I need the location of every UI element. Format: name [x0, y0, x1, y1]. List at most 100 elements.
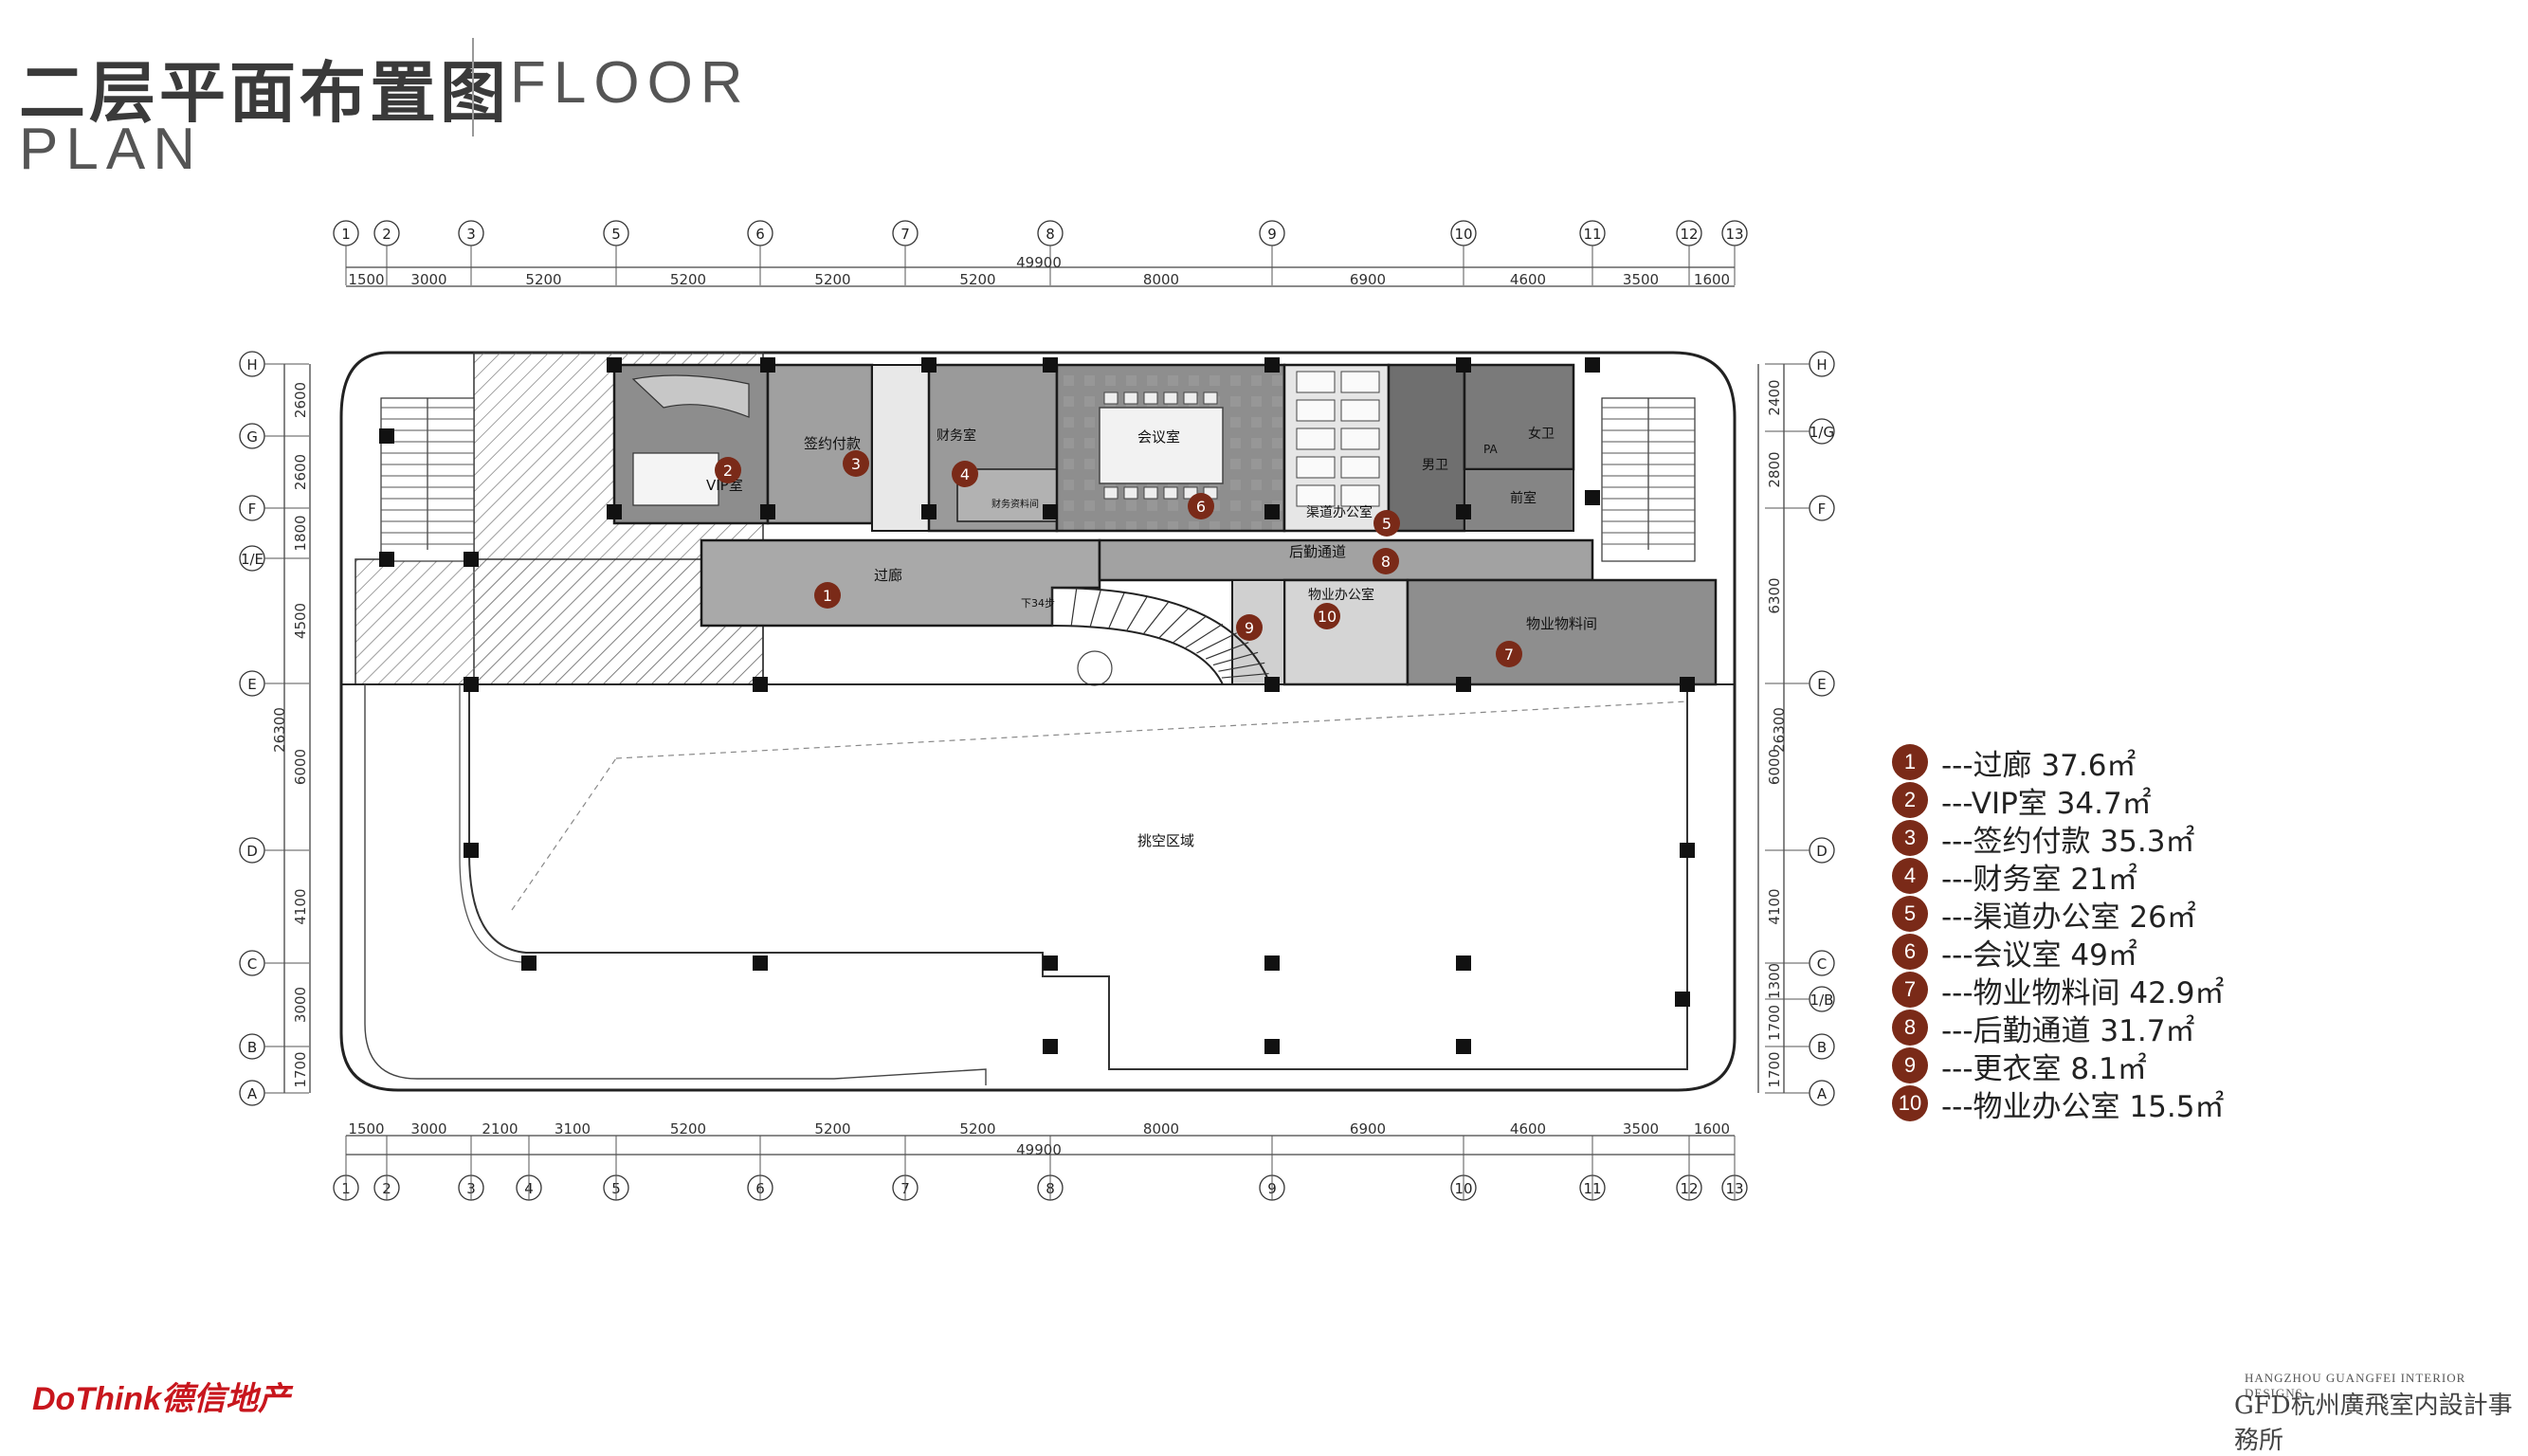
chair — [1203, 391, 1218, 405]
desk — [1340, 371, 1380, 393]
legend-number-badge: 8 — [1892, 1010, 1928, 1046]
title-divider — [472, 38, 474, 136]
dimension-value: 3000 — [292, 987, 309, 1023]
legend-item: 1---过廊 37.6㎡ — [1892, 743, 2224, 783]
axis-marker-9: 9 — [1259, 1136, 1285, 1201]
plan-marker-number: 4 — [960, 465, 970, 483]
hatched-void-area-lower — [355, 558, 764, 685]
legend-text: ---物业物料间 42.9㎡ — [1941, 975, 2225, 1010]
axis-label: E — [1817, 676, 1826, 693]
dimension-value: 3000 — [410, 1120, 446, 1138]
column — [1043, 956, 1058, 971]
dimension-value: 3000 — [410, 271, 446, 288]
desk — [1296, 456, 1336, 479]
overall-width-top: 49900 — [1016, 254, 1062, 271]
column — [379, 552, 394, 567]
top-dimension-lines — [346, 266, 1735, 287]
overall-width-bottom: 49900 — [1016, 1141, 1062, 1158]
axis-marker-A: A — [1765, 1080, 1835, 1106]
label-pa: PA — [1483, 443, 1498, 456]
dimension-value: 1700 — [1766, 1051, 1783, 1087]
axis-marker-11: 11 — [1579, 220, 1606, 285]
axis-marker-1-B: 1/B — [1765, 986, 1835, 1012]
desk — [1296, 428, 1336, 450]
desk — [1296, 484, 1336, 507]
room-property-storage — [1406, 578, 1718, 686]
axis-label: H — [246, 356, 257, 373]
room-vestibule — [1464, 468, 1574, 532]
axis-marker-B: B — [1765, 1033, 1835, 1060]
dimension-value: 8000 — [1143, 1120, 1179, 1138]
dimension-value: 6900 — [1350, 271, 1386, 288]
legend-item: 3---签约付款 35.3㎡ — [1892, 819, 2224, 859]
axis-label: 6 — [755, 226, 765, 243]
axis-marker-13: 13 — [1721, 1136, 1748, 1201]
dimension-value: 2100 — [482, 1120, 518, 1138]
plan-marker-number: 5 — [1382, 515, 1391, 533]
label-back-corridor: 后勤通道 — [1289, 543, 1346, 560]
axis-marker-C: C — [1765, 950, 1835, 976]
client-logo: DoThink德信地产 — [32, 1381, 290, 1417]
column — [1456, 677, 1471, 692]
dimension-value: 1700 — [292, 1051, 309, 1087]
legend-text: ---渠道办公室 26㎡ — [1941, 900, 2196, 935]
axis-label: D — [1816, 843, 1828, 860]
chair — [1163, 391, 1178, 405]
legend-text: ---后勤通道 31.7㎡ — [1941, 1013, 2195, 1048]
overall-depth-left: 26300 — [271, 707, 288, 753]
axis-label: 2 — [382, 226, 391, 243]
column — [921, 357, 937, 373]
building-outline — [339, 351, 1737, 1092]
dimension-value: 1500 — [348, 1120, 384, 1138]
axis-marker-3: 3 — [458, 220, 484, 285]
label-atrium: 挑空区域 — [1137, 832, 1194, 849]
vip-sofa — [631, 374, 750, 418]
column — [1264, 357, 1280, 373]
chair — [1123, 391, 1138, 405]
column — [1680, 677, 1695, 692]
axis-label: G — [246, 428, 258, 446]
bottom-dimension-lines — [346, 1135, 1735, 1156]
column — [1043, 1039, 1058, 1054]
axis-label: B — [1817, 1039, 1827, 1056]
axis-marker-1: 1 — [333, 220, 359, 285]
plan-marker-4: 4 — [952, 461, 978, 487]
desk — [1296, 399, 1336, 422]
axis-marker-E: E — [1765, 670, 1835, 697]
axis-marker-H: H — [1765, 351, 1835, 377]
column — [464, 552, 479, 567]
dimension-value: 6000 — [292, 749, 309, 785]
legend-number-badge: 1 — [1892, 744, 1928, 780]
axis-label: C — [1817, 956, 1827, 973]
meeting-chairs — [1103, 391, 1218, 500]
plan-marker-number: 1 — [823, 587, 832, 605]
axis-label: 1 — [341, 226, 351, 243]
legend-text: ---物业办公室 15.5㎡ — [1941, 1089, 2225, 1124]
right-dimension-lines — [1757, 364, 1785, 1093]
axis-marker-9: 9 — [1259, 220, 1285, 285]
room-signing — [766, 363, 874, 525]
dimension-value: 4100 — [292, 888, 309, 924]
axis-marker-10: 10 — [1450, 220, 1477, 285]
label-finance: 财务室 — [937, 428, 976, 444]
dimension-value: 6000 — [1766, 749, 1783, 785]
room-property-office — [1282, 578, 1409, 686]
dimension-value: 2600 — [292, 454, 309, 490]
axis-marker-12: 12 — [1676, 1136, 1702, 1201]
dimension-value: 1800 — [292, 515, 309, 551]
axis-marker-G: G — [239, 423, 309, 449]
axis-marker-8: 8 — [1037, 1136, 1064, 1201]
column — [1264, 956, 1280, 971]
plan-marker-2: 2 — [715, 457, 741, 483]
axis-label: E — [247, 676, 256, 693]
page-title: 二层平面布置图 — [19, 54, 510, 132]
legend-text: ---财务室 21㎡ — [1941, 862, 2137, 897]
axis-label: 12 — [1680, 226, 1698, 243]
label-property-storage: 物业物料间 — [1526, 615, 1597, 632]
